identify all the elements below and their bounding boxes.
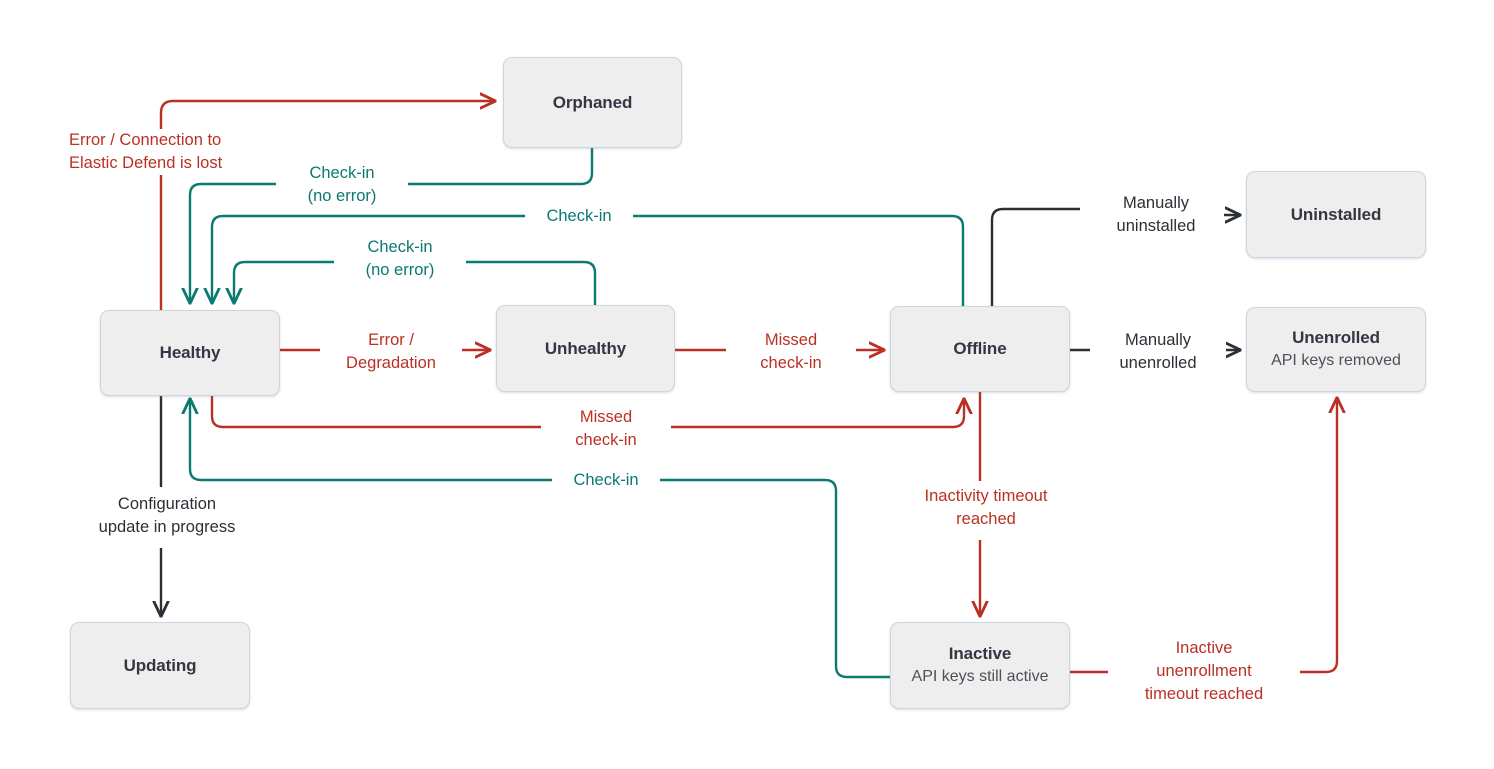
edge-label-inactivity-timeout: Inactivity timeout reached xyxy=(888,485,1084,531)
node-inactive-title: Inactive xyxy=(948,643,1012,663)
node-updating-title: Updating xyxy=(123,655,197,675)
edge-label-checkin-no-error-top: Check-in (no error) xyxy=(276,162,408,208)
node-offline-title: Offline xyxy=(953,339,1007,359)
edge-label-missed-checkin-direct: Missed check-in xyxy=(726,329,856,375)
node-unenrolled-subtitle: API keys removed xyxy=(1271,352,1401,370)
node-offline[interactable]: Offline xyxy=(890,306,1070,392)
edge-label-checkin-inactive: Check-in xyxy=(552,469,660,492)
node-unhealthy-title: Unhealthy xyxy=(544,338,627,358)
node-healthy-title: Healthy xyxy=(159,343,221,363)
edge-label-checkin-no-error-mid: Check-in (no error) xyxy=(334,236,466,282)
node-updating[interactable]: Updating xyxy=(70,622,250,709)
edge-healthy-to-orphaned xyxy=(159,101,495,310)
node-inactive-subtitle: API keys still active xyxy=(911,668,1049,686)
edge-label-missed-checkin-healthy: Missed check-in xyxy=(541,406,671,452)
edge-label-checkin-offline: Check-in xyxy=(525,205,633,228)
node-orphaned-title: Orphaned xyxy=(552,92,633,112)
node-inactive[interactable]: Inactive API keys still active xyxy=(890,622,1070,709)
node-unenrolled[interactable]: Unenrolled API keys removed xyxy=(1246,307,1426,392)
node-uninstalled[interactable]: Uninstalled xyxy=(1246,171,1426,258)
node-healthy[interactable]: Healthy xyxy=(100,310,280,396)
node-uninstalled-title: Uninstalled xyxy=(1290,204,1382,224)
edge-label-manually-uninstalled: Manually uninstalled xyxy=(1088,192,1224,238)
edge-offline-to-uninstalled xyxy=(990,207,1080,306)
edge-label-manually-unenrolled: Manually unenrolled xyxy=(1090,329,1226,375)
edge-label-error-degradation: Error / Degradation xyxy=(320,329,462,375)
edge-label-error-connection-lost: Error / Connection to Elastic Defend is … xyxy=(63,129,275,175)
edge-label-inactive-unenrollment: Inactive unenrollment timeout reached xyxy=(1108,637,1300,706)
edge-inactive-to-unenrolled-head xyxy=(1265,398,1337,674)
node-orphaned[interactable]: Orphaned xyxy=(503,57,682,148)
edge-inactive-to-healthy xyxy=(190,399,890,679)
node-unhealthy[interactable]: Unhealthy xyxy=(496,305,675,392)
node-unenrolled-title: Unenrolled xyxy=(1292,327,1380,347)
edge-label-configuration-update: Configuration update in progress xyxy=(62,493,272,539)
